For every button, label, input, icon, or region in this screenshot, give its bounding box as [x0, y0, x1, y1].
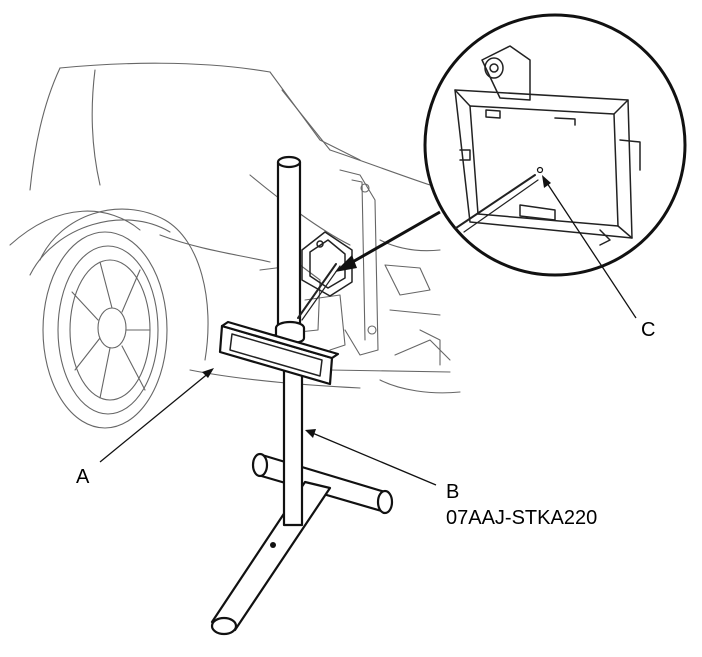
rear-wheel: [42, 231, 168, 429]
callout-a-label: A: [76, 466, 90, 488]
alignment-stand: [210, 155, 394, 636]
callout-c: C: [542, 175, 655, 341]
callout-b-label: B: [446, 481, 459, 503]
callout-b: B 07AAJ-STKA220: [305, 429, 597, 529]
callout-b-part-number: 07AAJ-STKA220: [446, 507, 597, 529]
radar-unit-on-vehicle: [301, 231, 353, 297]
detail-view: [423, 13, 687, 277]
reflector-plate: [218, 320, 340, 386]
callout-a: A: [76, 368, 214, 488]
callout-c-label: C: [641, 319, 655, 341]
detail-arrow: [335, 210, 441, 272]
